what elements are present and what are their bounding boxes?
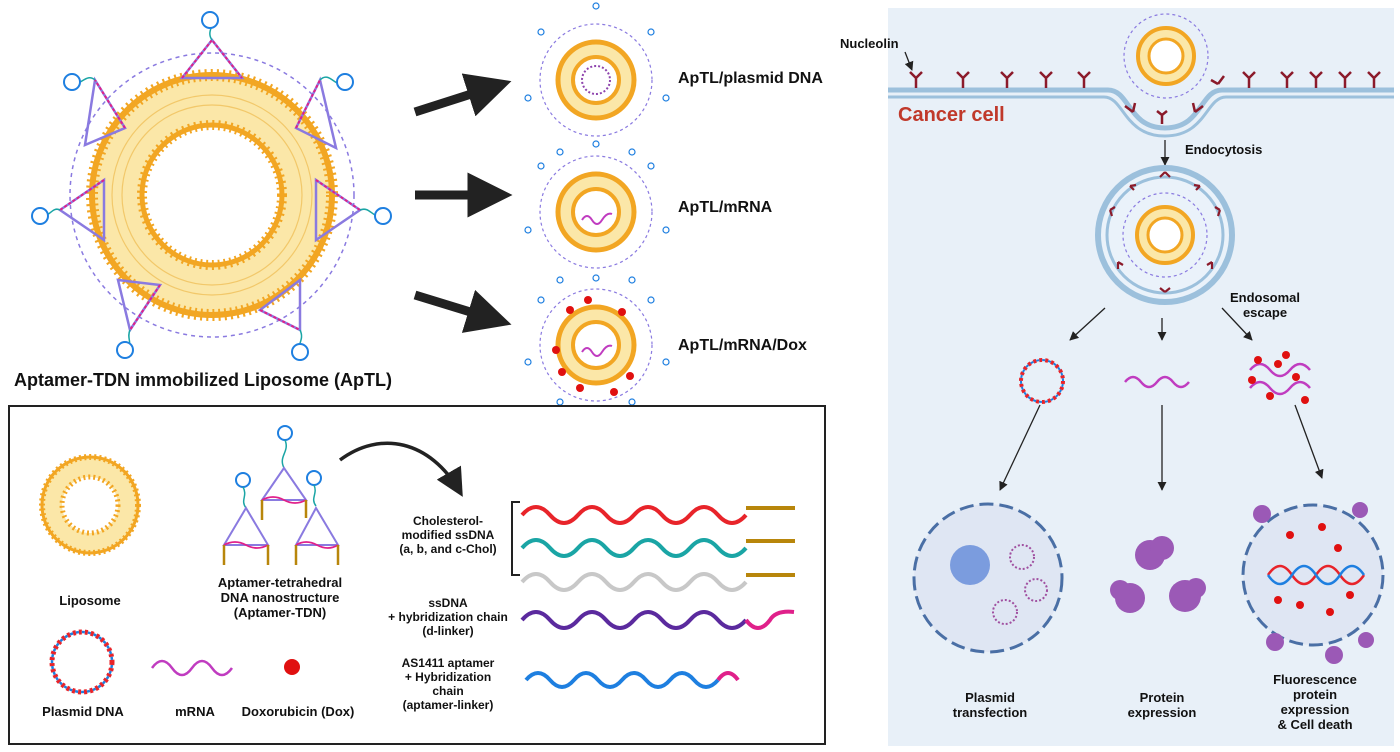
incoming-liposome <box>1123 13 1209 99</box>
outcome-fluorescence-cell-death: Fluorescence protein expression & Cell d… <box>1250 672 1380 732</box>
released-dox <box>1248 351 1309 404</box>
aptamer-tdn-line-2: DNA nanostructure <box>220 590 340 605</box>
legend-plasmid-icon <box>49 629 115 695</box>
endosomal-escape-label: Endosomal escape <box>1220 290 1310 320</box>
legend-liposome-label: Liposome <box>59 593 121 608</box>
legend-mrna-icon <box>150 659 234 677</box>
endosomal-escape-line-1: Endosomal <box>1229 290 1301 305</box>
main-caption: Aptamer-TDN immobilized Liposome (ApTL) <box>14 370 392 390</box>
endosome-liposome <box>1108 171 1222 293</box>
nucleolin-receptors <box>909 71 1381 124</box>
released-mrna-dox <box>1249 362 1311 396</box>
strand-label-1-line-2: modified ssDNA <box>401 528 495 542</box>
endocytosis-label: Endocytosis <box>1185 142 1263 157</box>
legend-mrna-label: mRNA <box>175 704 215 719</box>
strand-label-3-line-3: (aptamer-linker) <box>402 698 494 712</box>
outcome-3-line-4: & Cell death <box>1277 717 1353 732</box>
plasma-membrane <box>888 87 1394 131</box>
outcome-protein-expression: Protein expression <box>1102 690 1222 720</box>
released-mrna <box>1124 375 1190 389</box>
legend-liposome-icon <box>39 454 141 556</box>
variant-arrows <box>413 73 513 333</box>
outcome-3-line-1: Fluorescence <box>1273 672 1357 687</box>
strand-label-3-line-2: + Hybridization chain <box>404 670 492 698</box>
cell-fluorescence-death <box>1241 502 1385 664</box>
outcome-3-line-3: expression <box>1280 702 1350 717</box>
strand-label-2-line-2: + hybridization chain <box>388 610 508 624</box>
variant-label-plasmid: ApTL/plasmid DNA <box>678 70 823 87</box>
strand-a-chol <box>520 505 748 525</box>
legend-strands <box>520 505 795 689</box>
strand-aptamer-linker <box>524 671 720 689</box>
legend-strand-label-2: ssDNA + hybridization chain (d-linker) <box>388 596 508 638</box>
strand-label-3-line-1: AS1411 aptamer <box>401 656 495 670</box>
legend-dox-icon <box>284 659 300 675</box>
main-aptamer-tdn <box>31 11 392 361</box>
legend-dox-label: Doxorubicin (Dox) <box>241 704 355 719</box>
nucleolin-label: Nucleolin <box>840 36 899 51</box>
cell-plasmid-transfection <box>912 502 1064 654</box>
legend-plasmid-label: Plasmid DNA <box>42 704 124 719</box>
legend-strand-label-1: Cholesterol- modified ssDNA (a, b, and c… <box>388 514 508 556</box>
strand-label-1-line-1: Cholesterol- <box>412 514 483 528</box>
outcome-3-line-2: protein <box>1292 687 1338 702</box>
strand-d-linker <box>520 610 748 630</box>
legend-aptamer-tdn-icon <box>222 425 340 565</box>
variant-liposome-1 <box>524 2 670 156</box>
legend-bracket <box>511 501 520 576</box>
endosomal-escape-line-2: escape <box>1242 305 1288 320</box>
outcome-2-line-1: Protein <box>1139 690 1185 705</box>
outcome-plasmid-transfection: Plasmid transfection <box>930 690 1050 720</box>
outcome-1-line-1: Plasmid <box>965 690 1015 705</box>
strand-c-chol <box>520 572 748 592</box>
outcome-2-line-2: expression <box>1127 705 1197 720</box>
strand-label-2-line-3: (d-linker) <box>422 624 474 638</box>
protein-blobs <box>1110 536 1206 613</box>
strand-label-1-line-3: (a, b, and c-Chol) <box>399 542 497 556</box>
variant-label-mrna: ApTL/mRNA <box>678 199 773 216</box>
variant-liposome-3 <box>524 274 670 406</box>
aptamer-tdn-line-1: Aptamer-tetrahedral <box>217 575 343 590</box>
legend-curved-arrow <box>338 441 463 497</box>
legend-strand-label-3: AS1411 aptamer + Hybridization chain (ap… <box>388 656 508 712</box>
variant-liposome-2 <box>524 140 670 284</box>
aptamer-tdn-line-3: (Aptamer-TDN) <box>233 605 327 620</box>
strand-b-chol <box>520 538 748 558</box>
outcome-1-line-2: transfection <box>952 705 1028 720</box>
strand-label-2-line-1: ssDNA <box>428 596 468 610</box>
variant-label-mrna-dox: ApTL/mRNA/Dox <box>678 337 807 354</box>
legend-aptamer-tdn-label: Aptamer-tetrahedral DNA nanostructure (A… <box>200 575 360 620</box>
main-liposome <box>69 52 355 338</box>
legend-box <box>8 405 826 745</box>
cancer-cell-label: Cancer cell <box>898 104 1005 126</box>
